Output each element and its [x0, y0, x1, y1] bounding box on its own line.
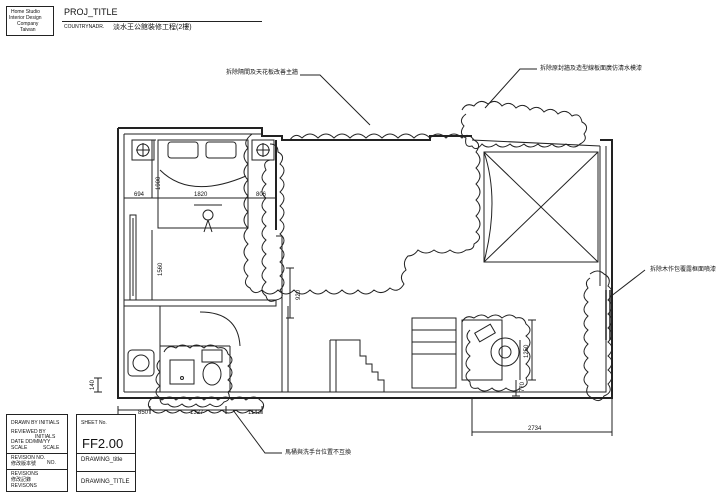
dim-850: 850: [138, 410, 149, 416]
drawing-title: DRAWING_TITLE: [81, 479, 130, 485]
leader-bottom: [232, 409, 282, 454]
revision-no: REVISION NO.: [11, 455, 46, 461]
dim-770: 770: [520, 381, 526, 392]
revisions-cn: 修改記錄: [11, 477, 32, 483]
annotation-top-left: 拆除隔間及天花板改善主牆: [226, 70, 299, 76]
revision-cloud-right: [583, 270, 613, 402]
dim-line-920: [286, 267, 294, 319]
project-name: 淡水王公館裝修工程(2樓): [113, 24, 192, 31]
dim-line-770: [512, 380, 520, 397]
void-arc: [483, 151, 493, 263]
wall-inner-right: [124, 146, 607, 393]
pillow-right: [205, 141, 237, 159]
annotation-bottom: 馬桶與洗手台位置不互換: [285, 450, 352, 456]
revision-cloud-top-right: [460, 100, 588, 150]
void-cross: [483, 151, 599, 263]
dim-line-top: [123, 194, 277, 202]
company-line-3: Company: [17, 21, 39, 27]
bathroom-wall: [159, 306, 231, 392]
revisions-b: REVISONS: [11, 483, 37, 489]
drawn-by: DRAWN BY INITIALS: [11, 420, 60, 426]
pillow-left: [167, 141, 199, 159]
dim-140: 140: [90, 379, 96, 390]
monitor: [474, 323, 496, 343]
bed: [157, 139, 249, 229]
nightstand-left: [131, 139, 155, 161]
sheet-no-label: SHEET No.: [81, 420, 107, 426]
dim-2734: 2734: [528, 426, 542, 432]
dim-line-bottom: [117, 406, 263, 414]
dim-line-1900: [148, 139, 156, 198]
toilet-bowl: [202, 362, 222, 386]
reviewed-by: REVIEWED BY: [11, 429, 46, 435]
sheet-block: SHEET No. FF2.00 DRAWING_title DRAWING_T…: [76, 414, 136, 492]
dim-line-2734: [471, 398, 613, 436]
leader-top-left: [300, 74, 371, 126]
company-line-4: Taiwan: [20, 27, 36, 33]
dim-1250: 1250: [524, 344, 530, 358]
wall-outer-left: [117, 128, 613, 399]
scale-label-b: SCALE: [43, 445, 60, 451]
void-area: [483, 151, 599, 263]
dim-1900: 1900: [156, 176, 162, 190]
date-label: DATE DD/MM/YY: [11, 439, 51, 445]
proj-title: PROJ_TITLE: [64, 7, 118, 17]
revision-cloud-desk: [461, 314, 531, 392]
dim-1327: 1327: [190, 410, 204, 416]
scale-label-a: SCALE: [11, 445, 28, 451]
revisions: REVISIONS: [11, 471, 39, 477]
leader-top-right: [484, 68, 537, 109]
wardrobe: [129, 214, 137, 301]
dim-line-140: [94, 377, 102, 393]
annotation-right-mid: 拆除木作包覆露框面噴漆: [650, 267, 717, 273]
dim-806: 806: [256, 192, 267, 198]
dim-1560: 1560: [158, 262, 164, 276]
revision-cloud-bottom: [147, 396, 265, 414]
revision-cloud-main: [243, 133, 481, 295]
cabinet-block: [411, 317, 457, 389]
bath-door-swing: [199, 311, 241, 347]
title-underline: [62, 21, 262, 22]
dim-694: 694: [134, 192, 145, 198]
wall-outer: [118, 127, 472, 141]
person-figure: [202, 209, 214, 221]
dim-1143: 1143: [248, 410, 262, 416]
revision-cloud-bathroom: [155, 344, 233, 408]
annotation-top-right: 拆除原封牆及造型線板面廣仿清水模漆: [540, 66, 643, 72]
sink: [127, 349, 155, 377]
company-line-1: Home Studio: [11, 9, 40, 15]
dim-920: 920: [296, 289, 302, 300]
bedroom-wall-bottom: [124, 299, 277, 307]
company-logo-box: Home Studio Interior Design Company Taiw…: [6, 6, 54, 36]
dim-1820: 1820: [194, 192, 208, 198]
study-chair: [490, 337, 520, 367]
staircase: [330, 339, 385, 392]
company-line-2: Interior Design: [9, 15, 42, 21]
nightstand-right: [251, 139, 275, 161]
study-desk: [461, 319, 503, 381]
revision-label: 修改版本號: [11, 461, 37, 467]
drawing-title-label: DRAWING_title: [81, 457, 123, 463]
dim-line-1250: [528, 319, 536, 381]
shower-tray: [169, 359, 195, 385]
drawn-block: DRAWN BY INITIALS REVIEWED BY INITIALS D…: [6, 414, 68, 492]
bed-sheet: [159, 169, 247, 188]
sheet-no: FF2.00: [82, 436, 124, 451]
reviewed-initials: INITIALS: [35, 434, 56, 440]
dim-line-1560: [148, 230, 156, 301]
revision-cloud-left: [261, 143, 285, 302]
toilet-tank: [201, 349, 223, 363]
leader-right-mid: [609, 269, 646, 298]
country-label: COUNTRYNADR.: [64, 24, 105, 30]
revision-no-short: NO.: [47, 460, 56, 466]
